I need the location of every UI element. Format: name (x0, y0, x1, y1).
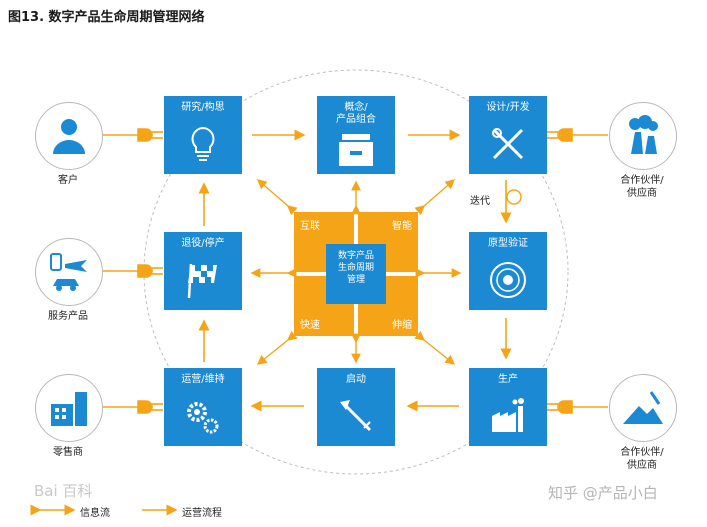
node-label: 概念/ 产品组合 (336, 102, 376, 125)
node-design: 设计/开发 (469, 96, 547, 174)
node-concept: 概念/ 产品组合 (317, 96, 395, 174)
legend-ops-flow: 运营流程 (182, 508, 222, 519)
iteration-label: 迭代 (470, 196, 490, 207)
tools-icon (492, 128, 524, 160)
node-label: 研究/构思 (181, 102, 225, 113)
node-label: 原型验证 (488, 238, 528, 249)
hub-label: 智能 (392, 221, 412, 232)
firework-rocket-icon (340, 400, 372, 432)
hub-label: 快速 (300, 320, 320, 331)
plug-icon (137, 128, 153, 142)
power-plant-icon (629, 115, 658, 154)
services-icon (50, 253, 87, 291)
info-hub-produce (414, 330, 456, 365)
partner-bottom-circle (609, 374, 677, 442)
retailer-circle (35, 374, 103, 442)
hub-label: 互联 (300, 221, 320, 232)
partner-bottom-label: 合作伙伴/ 供应商 (620, 447, 664, 471)
watermark-zhihu: 知乎 @产品小白 (548, 484, 658, 502)
hub-label: 伸缩 (392, 320, 412, 331)
retailer-label: 零售商 (53, 447, 83, 458)
node-launch: 启动 (317, 368, 395, 446)
gears-icon (187, 402, 219, 434)
plug-icon (557, 400, 573, 414)
person-icon (53, 119, 85, 154)
node-retire: 退役/停产 (164, 232, 242, 310)
plug-icon (557, 128, 573, 142)
services-label: 服务产品 (48, 311, 88, 322)
node-label: 启动 (346, 374, 366, 385)
plug-icons (137, 128, 573, 414)
node-operate: 运营/维持 (164, 368, 242, 446)
plug-icon (137, 264, 153, 278)
node-label: 运营/维持 (181, 374, 225, 385)
checkered-flag-icon (187, 263, 217, 299)
mining-icon (623, 391, 663, 424)
node-label: 生产 (498, 374, 518, 385)
watermark-baike: Bai 百科 (34, 482, 93, 500)
node-prototype: 原型验证 (469, 232, 547, 310)
plug-icon (137, 400, 153, 414)
tested-stamp-icon (490, 262, 526, 298)
info-hub-operate (256, 330, 298, 365)
legend-info-flow: 信息流 (80, 508, 110, 519)
iteration-loop (506, 189, 522, 205)
customer-label: 客户 (58, 175, 78, 186)
factory-icon (492, 398, 524, 432)
info-hub-research (256, 179, 298, 216)
figure-title: 图13. 数字产品生命周期管理网络 (8, 10, 205, 25)
info-hub-design (414, 179, 456, 216)
drawer-icon (339, 134, 373, 166)
node-label: 退役/停产 (181, 238, 225, 249)
node-produce: 生产 (469, 368, 547, 446)
lightbulb-icon (191, 126, 215, 161)
customer-circle (35, 102, 103, 170)
node-research: 研究/构思 (164, 96, 242, 174)
partner-top-label: 合作伙伴/ 供应商 (620, 175, 664, 199)
cash-register-icon (51, 392, 87, 426)
services-circle (35, 238, 103, 306)
partner-top-circle (609, 102, 677, 170)
hub-center: 数字产品 生命周期 管理 (326, 244, 386, 304)
node-label: 设计/开发 (486, 102, 530, 113)
